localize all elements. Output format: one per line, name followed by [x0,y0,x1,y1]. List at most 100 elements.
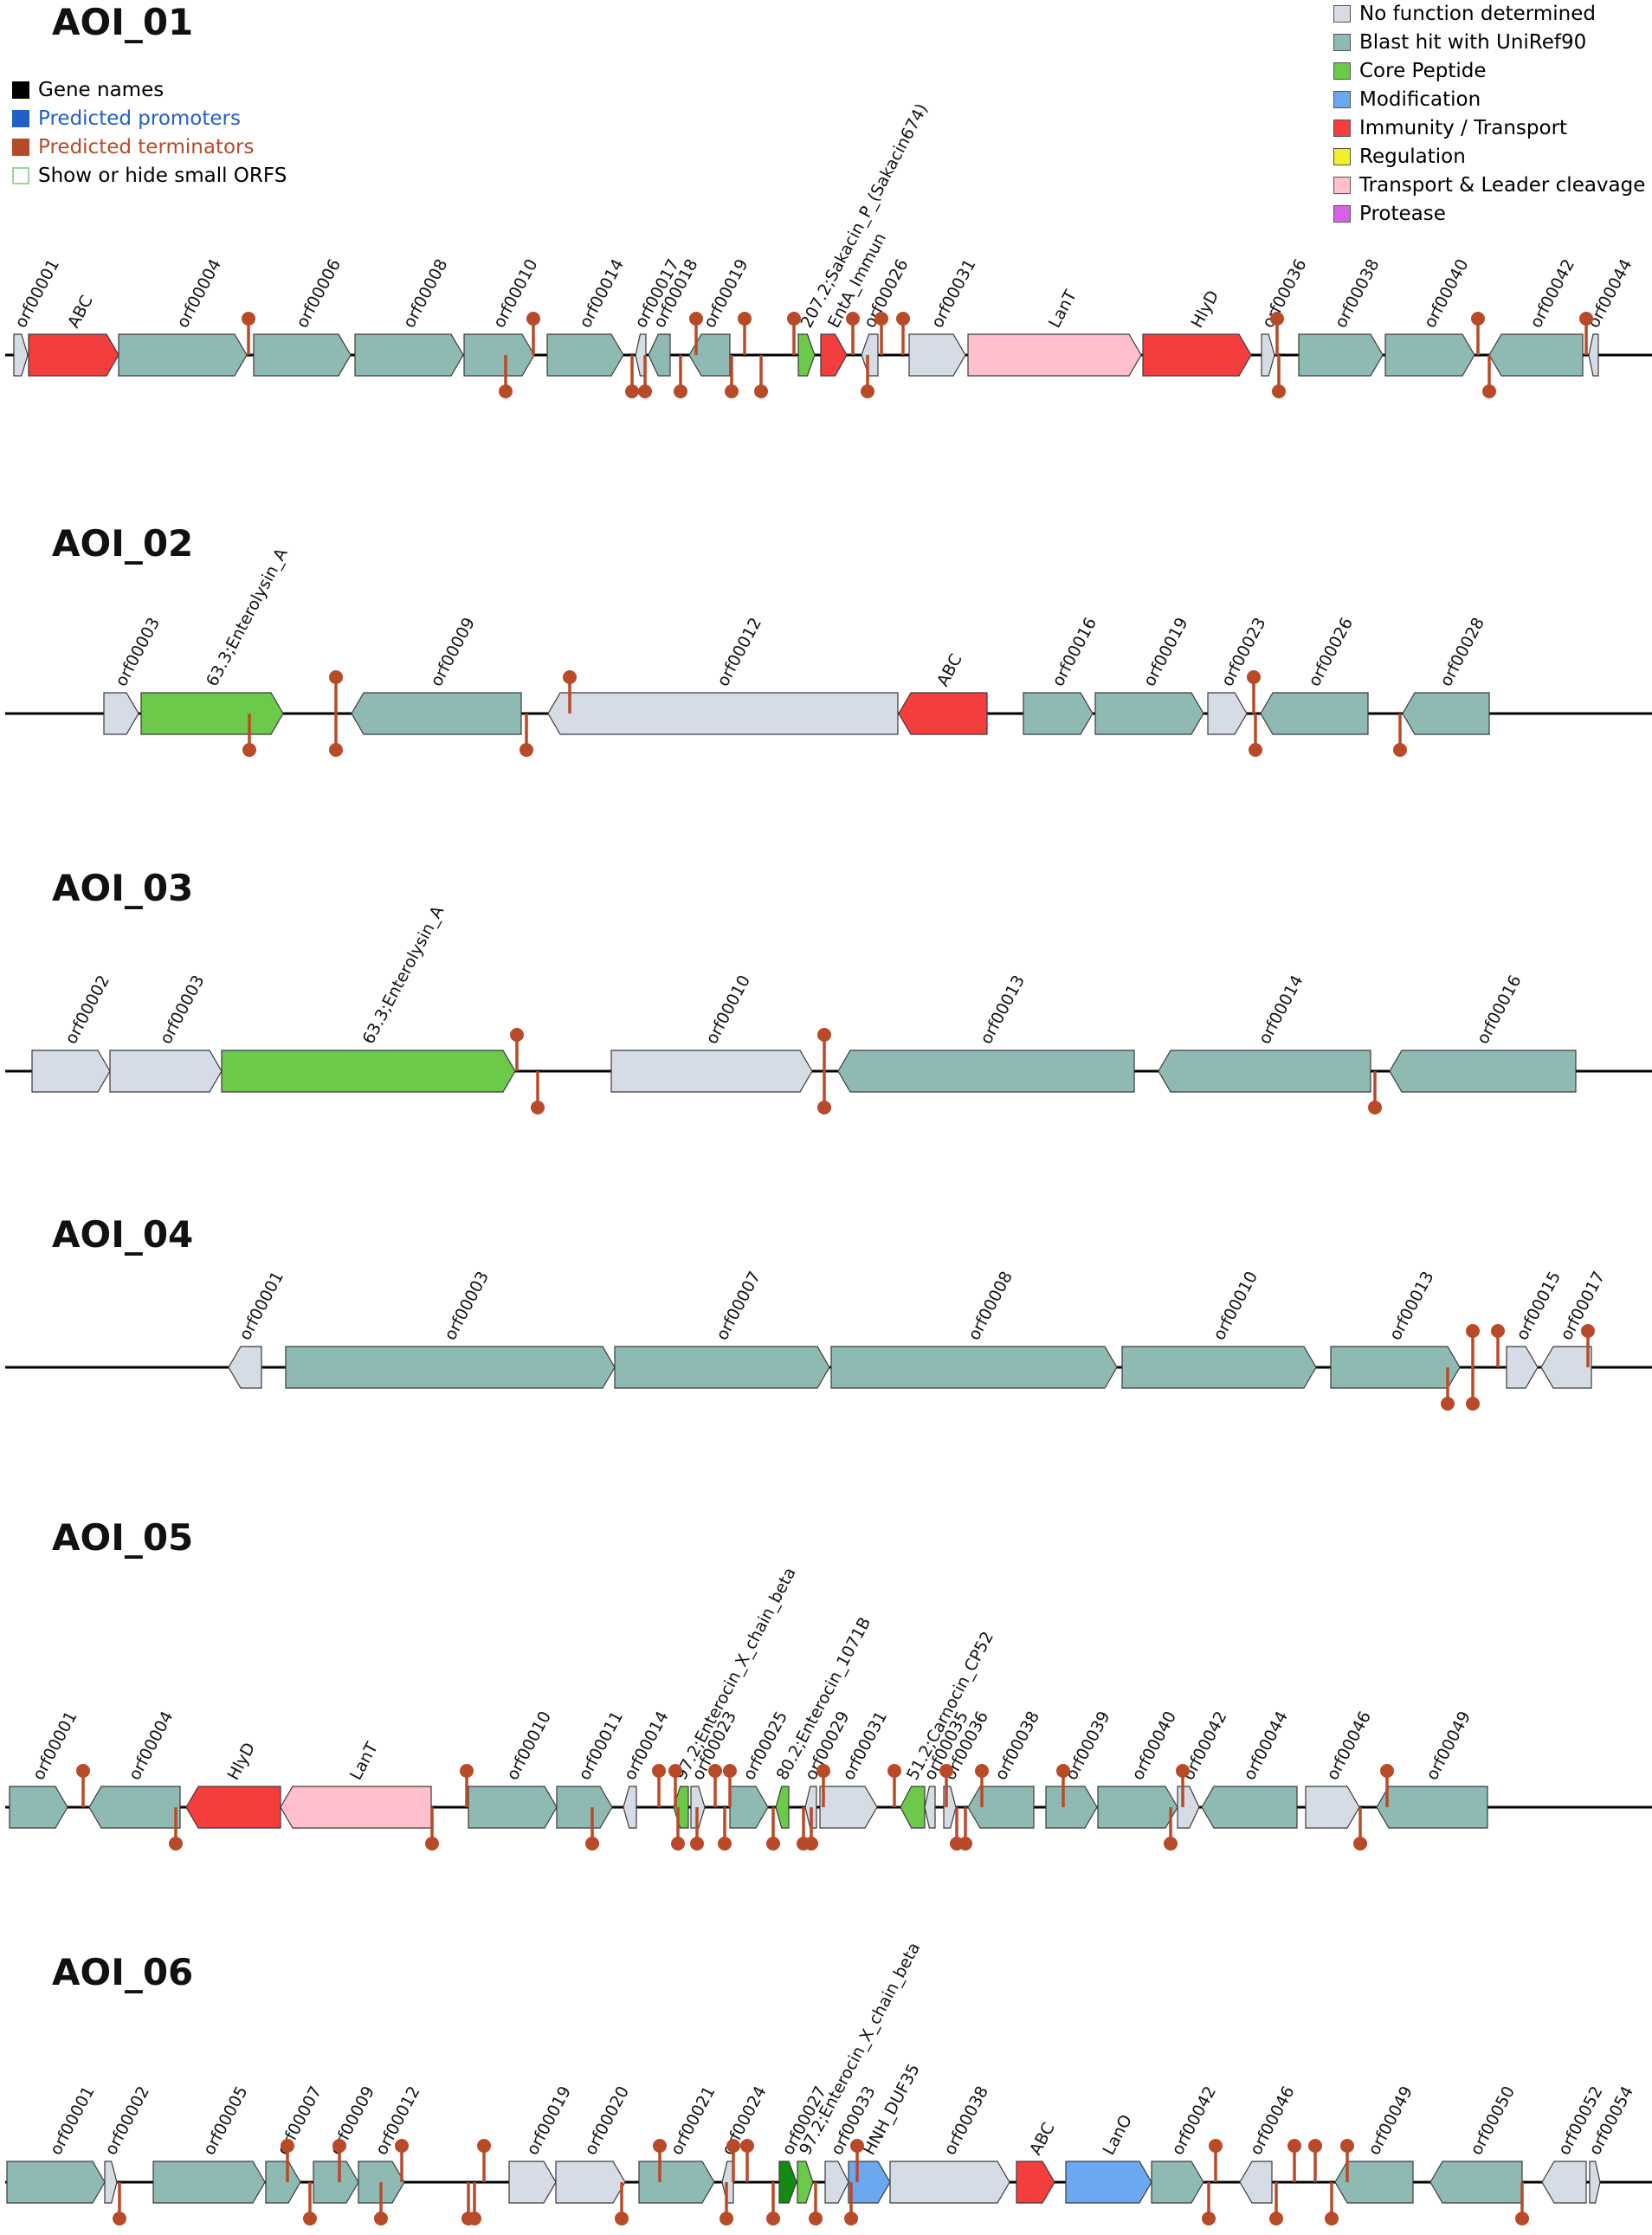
gene-arrow[interactable] [351,692,522,735]
gene-arrow[interactable] [614,1346,830,1389]
gene-arrow[interactable] [280,1786,432,1829]
terminator-marker [674,355,687,398]
no-function-swatch [1333,5,1351,23]
gene-arrow[interactable] [1330,1346,1461,1389]
gene-arrow[interactable] [1376,1786,1488,1829]
gene-arrow[interactable] [1097,1786,1178,1829]
gene-arrow[interactable] [508,2161,557,2204]
gene-arrow[interactable] [1260,692,1369,735]
gene-arrow[interactable] [1334,2161,1414,2204]
terminator-marker [1209,2139,1223,2182]
gene-arrow[interactable] [819,1786,878,1829]
gene-arrow[interactable] [354,333,464,377]
gene-arrow[interactable] [778,2161,797,2204]
terminator-marker [460,1764,474,1807]
gene-arrow[interactable] [555,2161,626,2204]
gene-arrow[interactable] [775,1786,790,1829]
gene-arrow[interactable] [889,2161,1010,2204]
terminator-marker [850,2139,864,2182]
gene-arrow[interactable] [861,333,879,377]
gene-arrow[interactable] [1429,2161,1523,2204]
gene-label: orf00040 [1420,256,1472,332]
gene-arrow[interactable] [1298,333,1384,377]
gene-arrow[interactable] [265,2161,301,2204]
gene-arrow[interactable] [1261,333,1275,377]
gene-arrow[interactable] [109,1050,223,1093]
gene-arrow[interactable] [547,692,899,735]
gene-arrow[interactable] [824,2161,849,2204]
gene-arrow[interactable] [1506,1346,1539,1389]
gene-arrow[interactable] [1094,692,1204,735]
gene-arrow[interactable] [1384,333,1475,377]
gene-arrow[interactable] [1389,1050,1577,1093]
gene-arrow[interactable] [463,333,535,377]
gene-label: orf00001 [11,256,63,332]
gene-arrow[interactable] [1207,692,1248,735]
gene-arrow[interactable] [13,333,29,377]
gene-arrow[interactable] [6,2161,106,2204]
gene-arrow[interactable] [104,2161,118,2204]
terminator-marker [1287,2139,1301,2182]
gene-arrow[interactable] [88,1786,181,1829]
gene-arrow[interactable] [9,1786,68,1829]
gene-arrow[interactable] [1023,692,1094,735]
gene-arrow[interactable] [468,1786,558,1829]
gene-arrow[interactable] [31,1050,111,1093]
gene-arrow[interactable] [546,333,624,377]
gene-arrow[interactable] [729,1786,769,1829]
gene-arrow[interactable] [908,333,966,377]
gene-arrow[interactable] [1540,1346,1592,1389]
gene-arrow[interactable] [898,692,988,735]
gene-arrow[interactable] [1402,692,1490,735]
gene-arrow[interactable] [797,2161,814,2204]
gene-arrow[interactable] [1201,1786,1298,1829]
gene-arrow[interactable] [1151,2161,1204,2204]
gene-arrow[interactable] [285,1346,616,1389]
gene-arrow[interactable] [688,333,731,377]
gene-arrow[interactable] [924,1786,936,1829]
terminator-marker [329,714,343,757]
gene-arrow[interactable] [900,1786,926,1829]
gene-arrow[interactable] [1177,1786,1200,1829]
gene-arrow[interactable] [1045,1786,1098,1829]
gene-arrow[interactable] [1158,1050,1371,1093]
terminator-marker [809,2182,823,2225]
gene-arrow[interactable] [28,333,119,377]
gene-arrow[interactable] [1121,1346,1317,1389]
gene-arrow[interactable] [1239,2161,1273,2204]
gene-arrow[interactable] [648,333,671,377]
terminator-marker [242,714,256,757]
gene-arrow[interactable] [152,2161,266,2204]
gene-arrow[interactable] [228,1346,262,1389]
gene-arrow[interactable] [1589,2161,1601,2204]
gene-arrow[interactable] [103,692,139,735]
terminator-marker [1466,1367,1480,1411]
gene-arrow[interactable] [1065,2161,1152,2204]
gene-arrow[interactable] [623,1786,637,1829]
gene-arrow[interactable] [1016,2161,1055,2204]
gene-arrow[interactable] [820,333,848,377]
gene-arrow[interactable] [185,1786,281,1829]
gene-arrow[interactable] [967,1786,1035,1829]
gene-arrow[interactable] [638,2161,715,2204]
gene-arrow[interactable] [221,1050,516,1093]
gene-arrow[interactable] [1142,333,1252,377]
gene-arrow[interactable] [837,1050,1135,1093]
gene-arrow[interactable] [313,2161,359,2204]
gene-arrow[interactable] [1588,333,1599,377]
gene-arrow[interactable] [848,2161,891,2204]
gene-arrow[interactable] [1488,333,1584,377]
gene-arrow[interactable] [967,333,1142,377]
gene-arrow[interactable] [140,692,284,735]
gene-arrow[interactable] [1541,2161,1587,2204]
gene-label: ABC [1026,2120,1059,2159]
gene-arrow[interactable] [610,1050,813,1093]
gene-arrow[interactable] [1305,1786,1360,1829]
gene-arrow[interactable] [797,333,816,377]
gene-arrow[interactable] [118,333,248,377]
terminator-marker [526,312,540,355]
small-orfs-checkbox[interactable] [12,167,29,184]
gene-arrow[interactable] [830,1346,1118,1389]
gene-arrow[interactable] [253,333,352,377]
gene-arrow[interactable] [556,1786,613,1829]
